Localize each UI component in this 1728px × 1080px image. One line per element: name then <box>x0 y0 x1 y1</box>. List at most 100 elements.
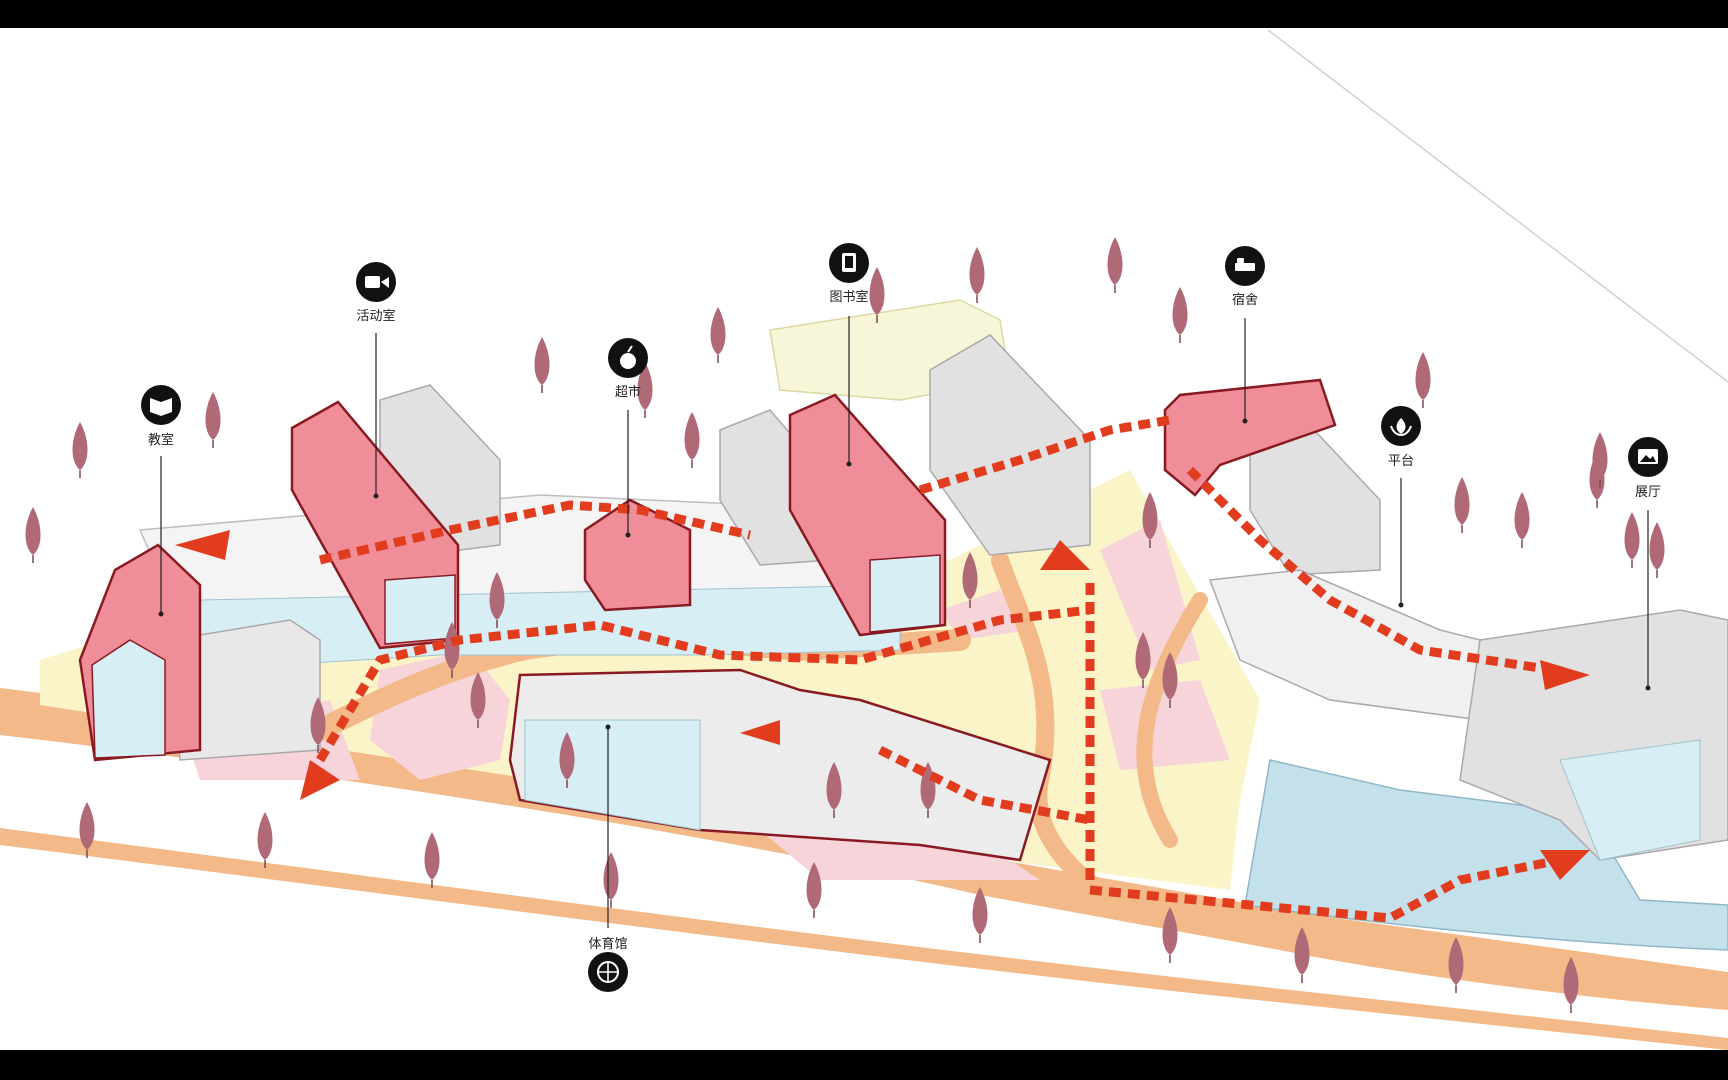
anchor-dot-platform <box>1398 602 1404 608</box>
route-arrowheads <box>175 530 1590 880</box>
tree-1 <box>72 422 88 470</box>
grey-house-3 <box>929 334 1091 556</box>
arrowhead-5 <box>1540 850 1590 880</box>
inner-path-3 <box>1136 592 1208 848</box>
tree-29 <box>79 802 95 850</box>
label-text-supermarket: 超市 <box>615 384 641 400</box>
tree-17 <box>1649 522 1665 570</box>
tree-23 <box>559 732 575 780</box>
label-platform: 平台 <box>1381 406 1421 608</box>
exhibition-hall-glazing <box>1559 739 1701 861</box>
label-text-gymnasium: 体育馆 <box>588 936 627 952</box>
tree-5 <box>684 412 700 460</box>
tree-6 <box>710 307 726 355</box>
buildings-layer <box>78 334 1728 862</box>
bed-mattress-glyph <box>1235 263 1255 271</box>
tree-8 <box>969 247 985 295</box>
basketball-seams-glyph <box>598 962 618 982</box>
label-exhibition-hall: 展厅 <box>1628 437 1668 691</box>
road-lower <box>0 828 1728 1050</box>
anchor-dot-classroom <box>158 611 164 617</box>
anchor-dot-activity-room <box>373 493 379 499</box>
camera-lens-glyph <box>381 277 389 288</box>
tree-28 <box>1162 652 1178 700</box>
tree-12 <box>1415 352 1431 400</box>
anchor-dot-supermarket <box>625 532 631 538</box>
arrowhead-3 <box>1040 540 1090 570</box>
apple-stem-glyph <box>627 345 633 353</box>
trees-layer <box>25 237 1665 1013</box>
arrowhead-2 <box>300 760 340 800</box>
tree-31 <box>424 832 440 880</box>
anchor-dot-library <box>846 461 852 467</box>
tree-22 <box>310 697 326 745</box>
camera-body-glyph <box>365 276 380 288</box>
label-text-exhibition-hall: 展厅 <box>1635 485 1661 500</box>
route-upper-center <box>918 415 1171 495</box>
label-supermarket: 超市 <box>608 338 648 538</box>
tree-20 <box>489 572 505 620</box>
classroom-glazing <box>91 639 166 759</box>
tree-4 <box>637 362 653 410</box>
arrowhead-6 <box>740 720 780 745</box>
picture-mountain-glyph <box>1640 455 1656 462</box>
tree-14 <box>1514 492 1530 540</box>
lotus-petal-glyph <box>1396 418 1406 434</box>
activity-room-glazing <box>384 574 456 645</box>
tree-19 <box>444 622 460 670</box>
supermarket-building <box>583 498 692 612</box>
tree-21 <box>470 672 486 720</box>
tree-38 <box>1563 957 1579 1005</box>
label-dormitory: 宿舍 <box>1225 246 1265 424</box>
library-glazing <box>869 554 941 633</box>
tree-27 <box>1135 632 1151 680</box>
route-right <box>1186 466 1541 673</box>
tree-30 <box>257 812 273 860</box>
tree-24 <box>826 762 842 810</box>
route-upper-left <box>318 500 751 565</box>
tree-13 <box>1454 477 1470 525</box>
tree-34 <box>972 887 988 935</box>
anchor-dot-dormitory <box>1242 418 1248 424</box>
arrowhead-1 <box>175 530 230 560</box>
tree-9 <box>1107 237 1123 285</box>
anchor-dot-gymnasium <box>605 724 611 730</box>
label-text-classroom: 教室 <box>148 432 174 448</box>
lotus-base-glyph <box>1390 425 1412 437</box>
tree-32 <box>603 852 619 900</box>
tree-2 <box>205 392 221 440</box>
tree-7 <box>869 267 885 315</box>
label-text-dormitory: 宿舍 <box>1232 292 1258 308</box>
tree-26 <box>962 552 978 600</box>
tree-3 <box>534 337 550 385</box>
tree-10 <box>1172 287 1188 335</box>
label-classroom: 教室 <box>141 385 181 617</box>
tree-0 <box>25 507 41 555</box>
tablet-screen-glyph <box>845 256 853 268</box>
route-middle <box>316 605 1091 763</box>
label-library: 图书室 <box>829 243 869 467</box>
lawn-4 <box>1100 680 1230 770</box>
tree-11 <box>1142 492 1158 540</box>
label-text-library: 图书室 <box>829 289 868 305</box>
tree-16 <box>1624 512 1640 560</box>
label-gymnasium: 体育馆 <box>588 724 628 992</box>
apple-glyph <box>620 353 636 369</box>
bed-pillow-glyph <box>1237 258 1244 263</box>
circulation-routes <box>316 415 1561 923</box>
label-text-platform: 平台 <box>1388 454 1414 469</box>
dormitory-building <box>1163 378 1337 497</box>
tree-33 <box>806 862 822 910</box>
tree-18 <box>1592 432 1608 480</box>
label-text-activity-room: 活动室 <box>356 308 395 324</box>
label-activity-room: 活动室 <box>356 262 396 499</box>
tree-36 <box>1294 927 1310 975</box>
anchor-dot-exhibition-hall <box>1645 685 1651 691</box>
site-boundary-line <box>1267 29 1728 383</box>
book-glyph <box>150 398 172 416</box>
tree-35 <box>1162 907 1178 955</box>
arrowhead-4 <box>1540 660 1590 690</box>
tree-37 <box>1448 937 1464 985</box>
